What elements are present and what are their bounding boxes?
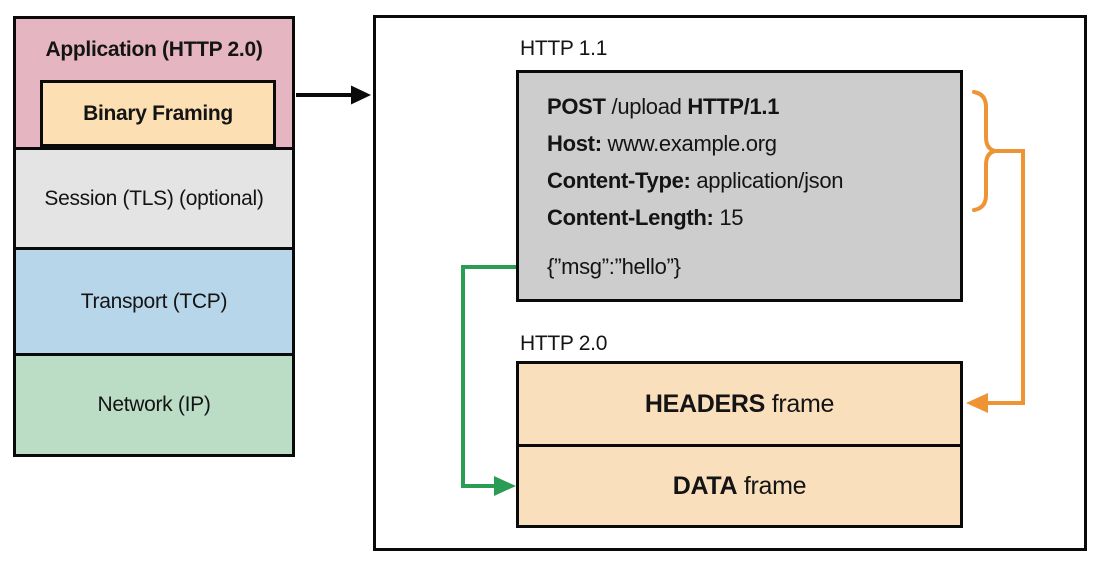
layer-application-label: Application (HTTP 2.0) <box>45 37 263 61</box>
data-frame: DATA frame <box>519 444 960 525</box>
layer-application: Application (HTTP 2.0) Binary Framing <box>16 19 292 147</box>
headers-frame: HEADERS frame <box>519 364 960 444</box>
layer-binary-framing-label: Binary Framing <box>83 101 233 125</box>
layer-session: Session (TLS) (optional) <box>16 147 292 247</box>
data-frame-suffix: frame <box>737 471 807 500</box>
headers-frame-suffix: frame <box>765 389 835 418</box>
protocol-stack: Application (HTTP 2.0) Binary Framing Se… <box>13 16 295 457</box>
layer-binary-framing: Binary Framing <box>40 80 276 147</box>
binary-framing-arrow <box>296 85 371 105</box>
data-frame-name: DATA <box>672 471 738 500</box>
http20-frames: HEADERS frame DATA frame <box>516 361 963 528</box>
headers-frame-name: HEADERS <box>644 389 766 418</box>
http20-label: HTTP 2.0 <box>520 332 608 355</box>
layer-transport: Transport (TCP) <box>16 247 292 353</box>
layer-network: Network (IP) <box>16 353 292 454</box>
http11-label: HTTP 1.1 <box>520 37 608 60</box>
